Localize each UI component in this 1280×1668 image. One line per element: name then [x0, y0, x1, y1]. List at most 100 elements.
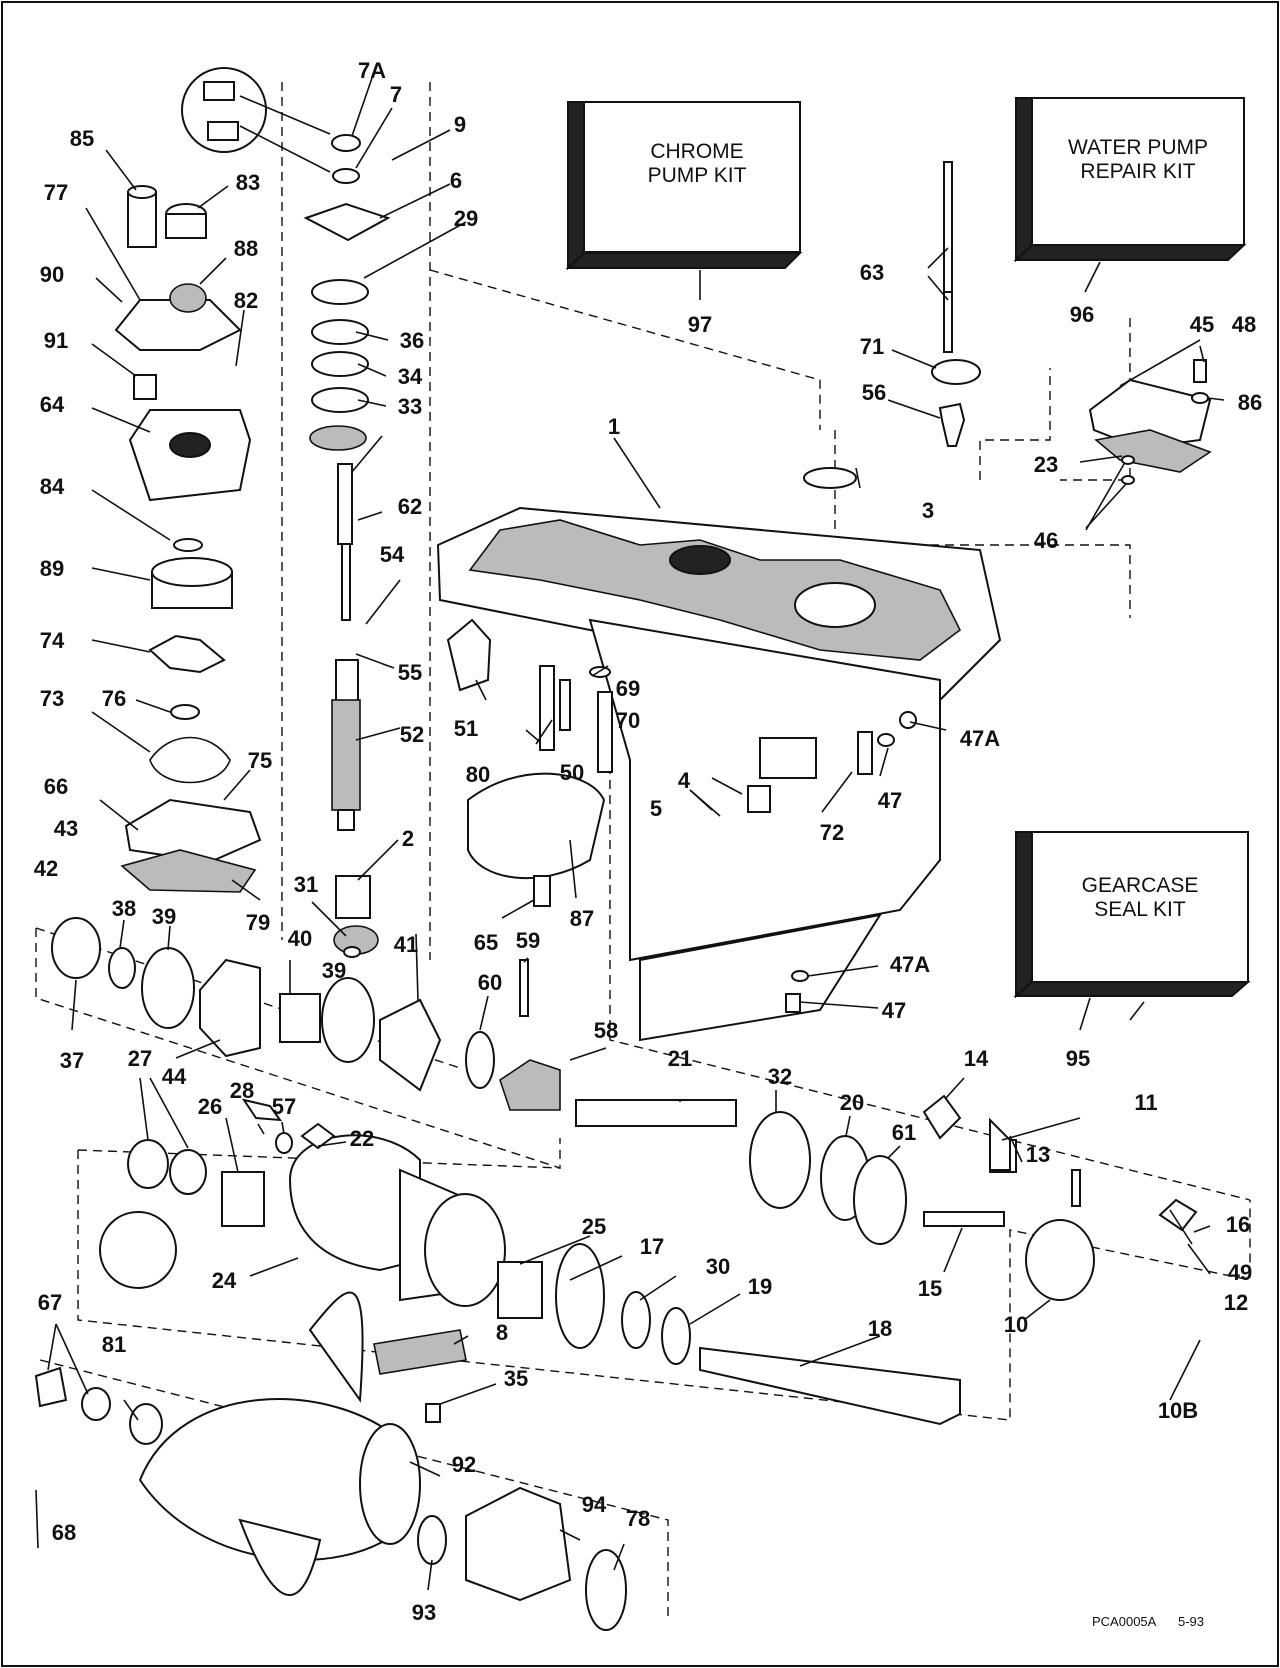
label-81: 81	[102, 1332, 126, 1357]
label-43: 43	[54, 816, 78, 841]
label-91: 91	[44, 328, 68, 353]
label-60: 60	[478, 970, 502, 995]
label-69: 69	[616, 676, 640, 701]
label-66: 66	[44, 774, 68, 799]
label-39-lower: 39	[152, 904, 176, 929]
label-47-upper: 47	[878, 788, 902, 813]
label-27: 27	[128, 1046, 152, 1071]
label-2: 2	[402, 826, 414, 851]
label-80: 80	[466, 762, 490, 787]
label-63: 63	[860, 260, 884, 285]
label-4: 4	[678, 768, 691, 793]
label-50: 50	[560, 760, 584, 785]
label-59: 59	[516, 928, 540, 953]
label-10B: 10B	[1158, 1398, 1198, 1423]
water-pump-assembly	[114, 185, 262, 893]
label-73: 73	[40, 686, 64, 711]
water-pump-kit-line2: REPAIR KIT	[1080, 160, 1195, 183]
label-36: 36	[400, 328, 424, 353]
label-44: 44	[162, 1064, 187, 1089]
label-42: 42	[34, 856, 58, 881]
label-87: 87	[570, 906, 594, 931]
label-29: 29	[454, 206, 478, 231]
gearcase-seal-kit-box: GEARCASE SEAL KIT	[1013, 831, 1251, 999]
label-28: 28	[230, 1078, 254, 1103]
label-49: 49	[1228, 1260, 1252, 1285]
label-15: 15	[918, 1276, 942, 1301]
gearcase-seal-kit-line1: GEARCASE	[1082, 874, 1199, 897]
label-39-upper: 39	[322, 958, 346, 983]
label-89: 89	[40, 556, 64, 581]
label-11: 11	[1134, 1090, 1157, 1115]
label-54: 54	[380, 542, 405, 567]
label-41: 41	[394, 932, 418, 957]
label-72: 72	[820, 820, 844, 845]
label-47A-lower: 47A	[890, 952, 930, 977]
label-92: 92	[452, 1452, 476, 1477]
label-7: 7	[390, 82, 402, 107]
label-76: 76	[102, 686, 126, 711]
label-62: 62	[398, 494, 422, 519]
label-47-lower: 47	[882, 998, 906, 1023]
chrome-pump-kit-box: CHROME PUMP KIT	[565, 101, 803, 271]
label-45: 45	[1190, 312, 1214, 337]
leader-lines	[35, 77, 1225, 1591]
label-70: 70	[616, 708, 640, 733]
label-93: 93	[412, 1600, 436, 1625]
label-9: 9	[454, 112, 466, 137]
label-90: 90	[40, 262, 64, 287]
label-37: 37	[60, 1048, 84, 1073]
label-82: 82	[234, 288, 258, 313]
label-55: 55	[398, 660, 422, 685]
label-34: 34	[398, 364, 423, 389]
propeller-assembly	[34, 1291, 627, 1631]
gearcase-housing	[436, 506, 1002, 1042]
label-40: 40	[288, 926, 312, 951]
label-78: 78	[626, 1506, 650, 1531]
label-3: 3	[922, 498, 934, 523]
label-35: 35	[504, 1366, 528, 1391]
part-labels: 7A 7 9 6 29 36 34 33 62 54 55 52 2 31 39…	[34, 58, 1262, 1625]
label-47A-upper: 47A	[960, 726, 1000, 751]
label-18: 18	[868, 1316, 892, 1341]
label-83: 83	[236, 170, 260, 195]
label-30: 30	[706, 1254, 730, 1279]
label-48: 48	[1232, 312, 1256, 337]
propshaft-gear-assembly	[51, 917, 1095, 1301]
label-77: 77	[44, 180, 68, 205]
label-6: 6	[450, 168, 462, 193]
label-23: 23	[1034, 452, 1058, 477]
label-12: 12	[1224, 1290, 1248, 1315]
label-64: 64	[40, 392, 65, 417]
label-7A: 7A	[358, 58, 386, 83]
label-25: 25	[582, 1214, 606, 1239]
label-17: 17	[640, 1234, 664, 1259]
label-16: 16	[1226, 1212, 1250, 1237]
label-65: 65	[474, 930, 498, 955]
label-86: 86	[1238, 390, 1262, 415]
inset-detail-circle	[181, 67, 331, 173]
label-74: 74	[40, 628, 65, 653]
driveshaft-assembly	[303, 134, 391, 958]
chrome-pump-kit-line2: PUMP KIT	[648, 164, 747, 187]
drawing-code: PCA0005A	[1092, 1614, 1157, 1629]
label-20: 20	[840, 1090, 864, 1115]
water-pump-kit-line1: WATER PUMP	[1068, 136, 1208, 159]
label-88: 88	[234, 236, 258, 261]
gearcase-seal-kit-line2: SEAL KIT	[1094, 898, 1186, 921]
label-51: 51	[454, 716, 478, 741]
drawing-date: 5-93	[1178, 1614, 1204, 1629]
label-94: 94	[582, 1492, 607, 1517]
label-56: 56	[862, 380, 886, 405]
label-71: 71	[860, 334, 884, 359]
label-97: 97	[688, 312, 712, 337]
label-79: 79	[246, 910, 270, 935]
label-84: 84	[40, 474, 65, 499]
label-58: 58	[594, 1018, 618, 1043]
label-8: 8	[496, 1320, 508, 1345]
label-61: 61	[892, 1120, 916, 1145]
label-26: 26	[198, 1094, 222, 1119]
label-75: 75	[248, 748, 272, 773]
label-21: 21	[668, 1046, 692, 1071]
